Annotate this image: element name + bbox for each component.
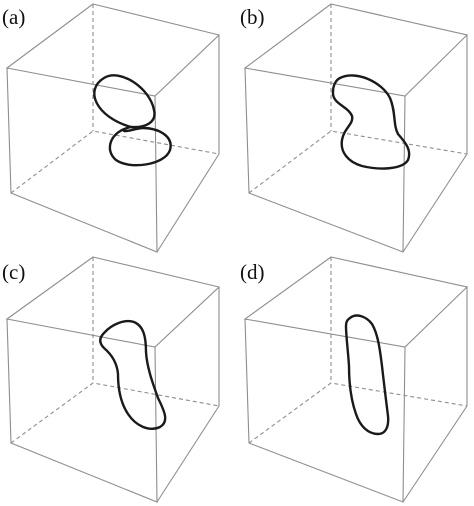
panel-c-hidden-edges-2 [10, 382, 220, 444]
panel-b-cube [243, 3, 469, 253]
panel-b-hidden-edges-2 [248, 130, 468, 194]
panel-d-label: (d) [240, 260, 265, 284]
panel-c-curve [99, 319, 167, 430]
panel-c: (c) [2, 256, 221, 503]
panel-d-front-right [402, 287, 468, 503]
panel-b: (b) [240, 3, 469, 253]
panel-c-top-face [5, 256, 221, 348]
panel-a-curve-lower [108, 125, 172, 167]
panel-b-top-face [243, 3, 469, 97]
panel-a-top-face [5, 3, 221, 97]
panel-b-front-left [244, 67, 406, 253]
panel-c-label: (c) [2, 260, 25, 284]
panel-a-loop-curve [93, 74, 172, 167]
panel-a-curve-upper [93, 74, 156, 129]
panel-d-hidden-edges-2 [248, 382, 468, 444]
panel-c-cube [5, 256, 221, 503]
panel-a-front-right [156, 35, 220, 253]
panel-d: (d) [240, 256, 469, 503]
panel-a-front-left [6, 67, 158, 253]
panel-a-hidden-edges-2 [10, 130, 220, 194]
panel-d-top-face [243, 256, 469, 348]
panel-d-front-left [244, 318, 406, 503]
panel-a-cube [5, 3, 221, 253]
panel-d-cube [243, 256, 469, 503]
panel-c-front-right [156, 287, 220, 503]
panel-a-label: (a) [2, 5, 25, 29]
panel-b-curve [331, 74, 411, 170]
panel-c-front-left [6, 318, 158, 503]
panel-b-label: (b) [240, 5, 265, 29]
panel-a: (a) [2, 3, 221, 253]
panel-d-curve [344, 314, 390, 436]
panel-b-front-right [402, 35, 468, 253]
